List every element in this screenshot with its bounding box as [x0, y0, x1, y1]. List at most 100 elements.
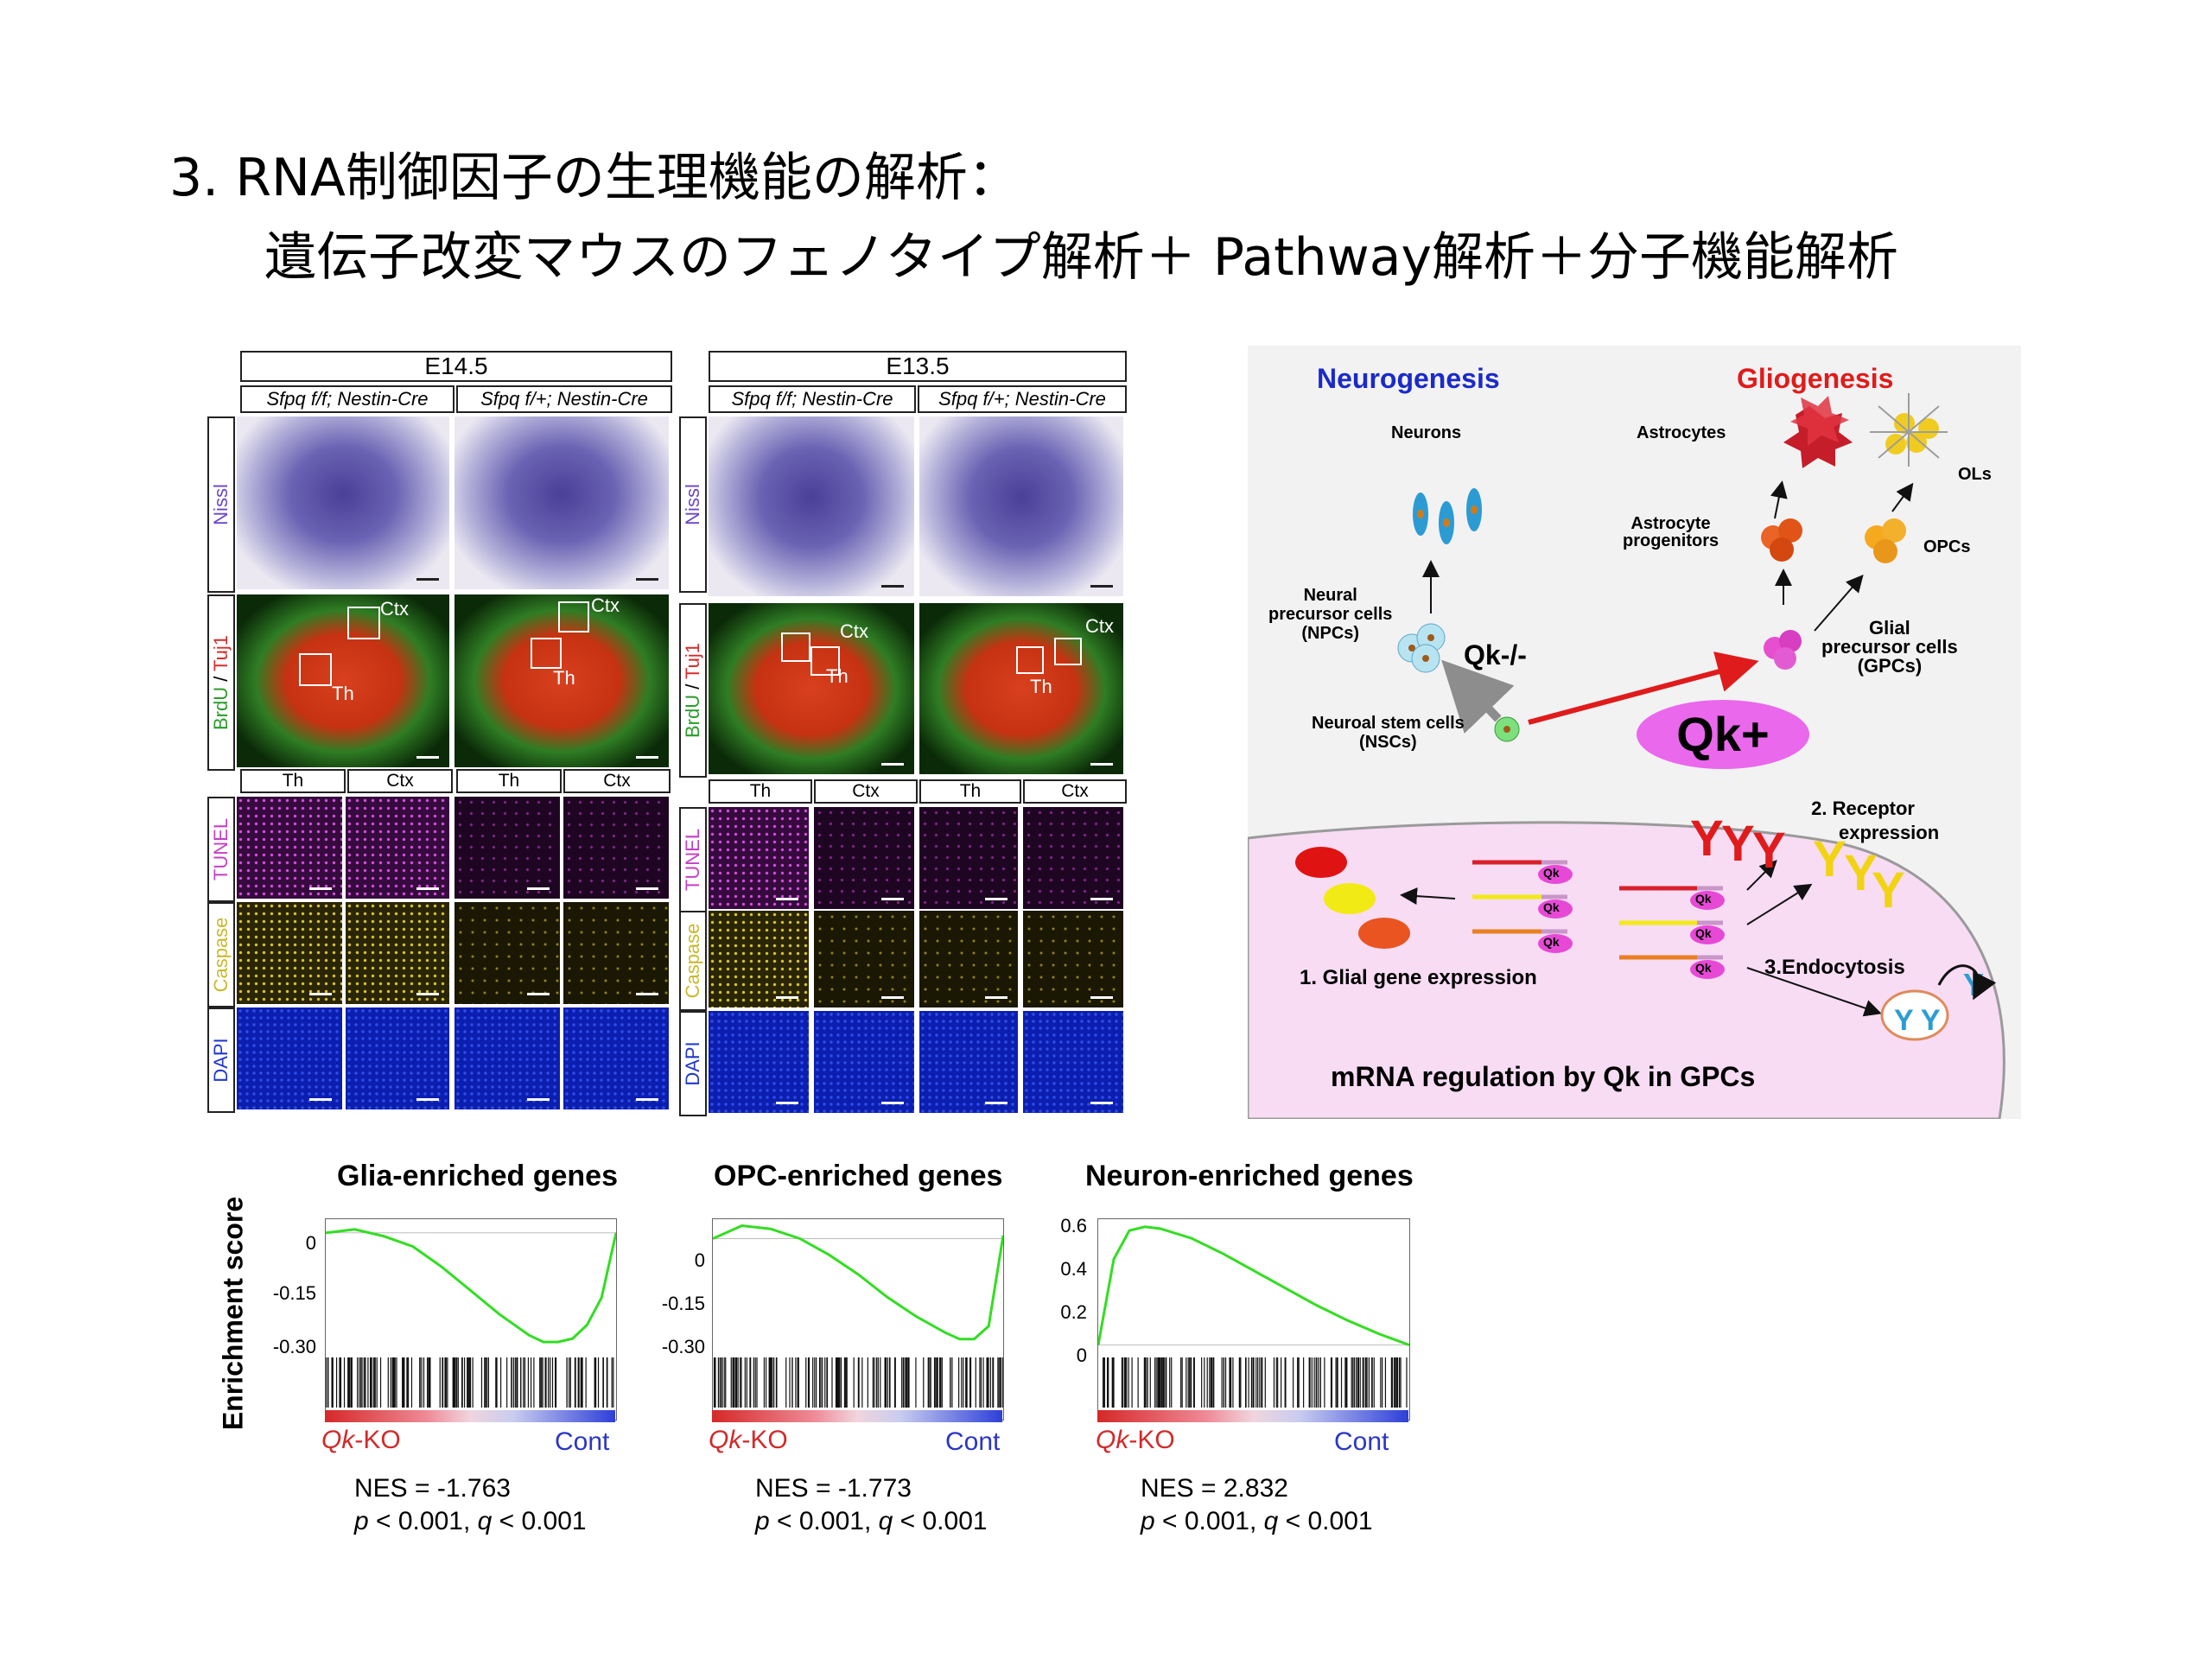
label-brdu: BrdU [210, 686, 232, 731]
tunel-image [237, 797, 342, 899]
mrna-group-left [1472, 860, 1573, 953]
label-tuj1: Tuj1 [682, 642, 703, 679]
astrocytes-icon [1783, 396, 1853, 468]
qk-label: Qk [1543, 935, 1560, 949]
nes-value: NES = 2.832 [1141, 1474, 1288, 1503]
glial-gene-expression-label: 1. Glial gene expression [1300, 966, 1537, 989]
surface-receptor-icon: Y [1963, 967, 1984, 1002]
protein-blob [1295, 847, 1347, 878]
arrow [1891, 482, 1914, 512]
enrichment-curve [712, 1224, 1005, 1341]
label-brdu: BrdU [682, 694, 703, 739]
brdu-tuj1-image: Ctx Th [237, 594, 449, 767]
roi-box [299, 653, 332, 686]
brdu-tuj1-image: Ctx Th [709, 603, 914, 774]
dapi-image [563, 1007, 669, 1109]
roi-box [1054, 638, 1082, 665]
tunel-image [1023, 807, 1123, 909]
svg-text:Y: Y [1721, 816, 1755, 872]
arrow [1814, 574, 1864, 632]
qk-label: Qk [1695, 892, 1712, 906]
y-tick: -0.15 [272, 1282, 316, 1304]
plot-frame [712, 1218, 1005, 1421]
caspase-image [237, 902, 342, 1004]
y-tick: -0.15 [661, 1293, 705, 1314]
ko-label: Qk-KO [1096, 1426, 1175, 1454]
rank-heatmap-bar [712, 1410, 1002, 1422]
roi-box [1016, 646, 1044, 674]
qk-plus-badge: Qk+ [1637, 700, 1809, 769]
qk-label: Qk [1695, 961, 1712, 975]
row-label-dapi: DAPI [679, 1011, 707, 1116]
caspase-image [1023, 911, 1123, 1007]
roi-box [558, 601, 589, 632]
ko-label: Qk-KO [709, 1426, 788, 1454]
neurogenesis-label: Neurogenesis [1317, 363, 1500, 394]
genotype-label: Sfpq f/+; Nestin-Cre [456, 385, 672, 413]
internalized-receptor-icon: Y Y [1894, 1004, 1941, 1037]
dapi-image [814, 1011, 914, 1113]
nsc-cell-icon [1494, 716, 1520, 742]
region-header-ctx: Ctx [814, 779, 918, 804]
stage-label-e145: E14.5 [240, 351, 672, 382]
nissl-image [709, 416, 914, 596]
label-tuj1: Tuj1 [210, 634, 232, 671]
svg-text:Y: Y [1872, 862, 1905, 918]
gene-hit-barcode [713, 1357, 1003, 1408]
arrow [1770, 480, 1788, 519]
arrow [1441, 659, 1515, 734]
y-tick: 0 [305, 1232, 316, 1254]
ols-label: OLs [1958, 465, 1992, 484]
nsc-label: Neuroal stem cells(NSCs) [1312, 714, 1465, 752]
row-label-tunel: TUNEL [679, 807, 707, 912]
row-label-nissl: Nissl [679, 416, 707, 593]
dapi-image [709, 1011, 809, 1113]
svg-text:Y: Y [1690, 810, 1724, 867]
brdu-tuj1-image: Ctx Th [919, 603, 1123, 774]
dapi-image [237, 1007, 342, 1109]
nissl-image [919, 416, 1123, 596]
endocytosis-label: 3.Endocytosis [1764, 956, 1905, 979]
arrow [1746, 883, 1813, 925]
roi-box [531, 638, 562, 669]
qk-label: Qk [1543, 866, 1560, 880]
gpc-cluster-icon [1764, 630, 1802, 670]
caspase-image [563, 902, 669, 1004]
tunel-image [563, 797, 669, 899]
cont-label: Cont [1334, 1427, 1389, 1456]
caspase-image [454, 902, 560, 1004]
y-tick: -0.30 [661, 1336, 705, 1357]
pq-values: p < 0.001, q < 0.001 [354, 1507, 587, 1535]
roi-box [810, 646, 840, 676]
y-tick: 0 [694, 1249, 705, 1271]
caspase-image [346, 902, 449, 1004]
plot-title: Neuron-enriched genes [1085, 1160, 1414, 1192]
protein-blob [1358, 918, 1410, 949]
svg-text:Y: Y [1844, 845, 1878, 901]
oligodendrocytes-icon [1870, 393, 1948, 467]
nissl-image [237, 416, 449, 589]
astrocytes-label: Astrocytes [1637, 423, 1726, 442]
slide-title-line2: 遺伝子改変マウスのフェノタイプ解析＋ Pathway解析＋分子機能解析 [264, 227, 1899, 288]
y-tick: 0.6 [1060, 1215, 1087, 1236]
protein-blob [1324, 883, 1376, 914]
dapi-image [454, 1007, 560, 1109]
cont-label: Cont [945, 1427, 1001, 1456]
nes-value: NES = -1.773 [755, 1474, 912, 1503]
plot-frame [325, 1218, 618, 1421]
slide-title-line1: 3. RNA制御因子の生理機能の解析： [169, 148, 1020, 208]
receptor-icons-yellow: YYY [1813, 831, 1905, 918]
arrow [1400, 887, 1456, 906]
tunel-image [346, 797, 449, 899]
y-tick: 0.2 [1060, 1301, 1087, 1323]
row-label-brdu-tuj1: BrdU / Tuj1 [207, 594, 235, 771]
gene-hit-barcode [1103, 1357, 1408, 1408]
genotype-label: Sfpq f/f; Nestin-Cre [709, 385, 916, 413]
svg-text:Y: Y [1813, 831, 1847, 887]
caspase-image [814, 911, 914, 1007]
roi-box [781, 632, 810, 662]
recycle-arrow-icon [1937, 964, 1997, 1001]
